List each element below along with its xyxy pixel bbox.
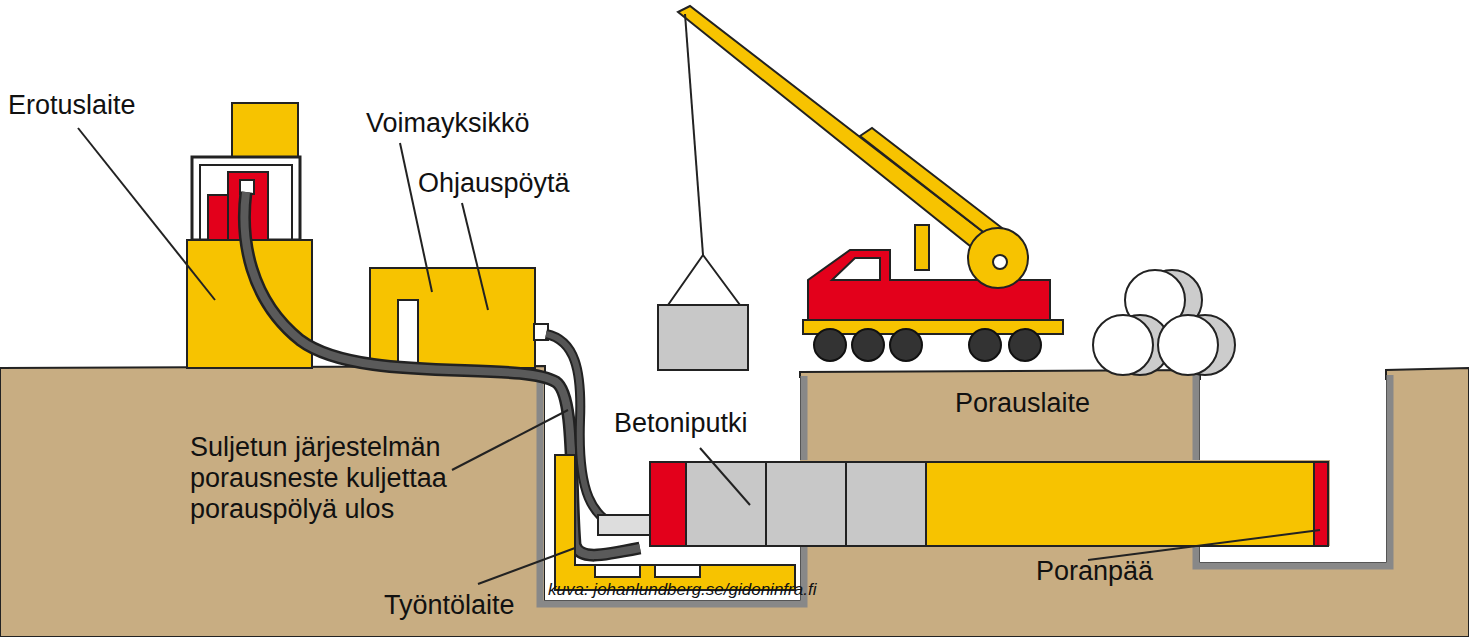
crane-boom <box>860 128 1015 245</box>
separator-tank <box>208 195 230 240</box>
wheel <box>1009 329 1041 361</box>
part-label: Työntölaite <box>384 590 515 621</box>
part-label: Porauslaite <box>955 388 1090 419</box>
thrust-cylinder <box>598 515 650 535</box>
credit-note: kuva: johanlundberg.se/gidoninfra.fi <box>548 580 816 600</box>
part-label: Voimayksikkö <box>366 108 530 139</box>
concrete-pipe <box>766 462 846 546</box>
separator-top <box>232 103 298 157</box>
thrust-ring <box>650 462 686 546</box>
boom-pin <box>993 255 1007 269</box>
cab-window <box>832 258 880 280</box>
note-label: Suljetun järjestelmän porausneste kuljet… <box>190 432 490 525</box>
wheel <box>852 329 884 361</box>
crane-boom <box>678 6 1000 258</box>
lifted-pipe <box>658 305 748 370</box>
concrete-pipe <box>846 462 926 546</box>
drill-head <box>1314 462 1328 546</box>
sling <box>668 255 740 305</box>
power-unit <box>370 268 535 368</box>
wheel <box>890 329 922 361</box>
jacking-frame <box>555 455 795 590</box>
concrete-pipe <box>686 462 766 546</box>
rail <box>595 565 640 577</box>
crane-cable <box>685 14 703 255</box>
tracks <box>814 329 1041 361</box>
part-label: Ohjauspöytä <box>418 168 570 199</box>
boom-pivot <box>968 228 1028 288</box>
boom-cylinder <box>915 225 929 270</box>
bore <box>800 460 1330 546</box>
ground <box>0 366 1469 637</box>
leader-lines <box>78 128 1320 584</box>
drilling-machine <box>926 462 1318 546</box>
part-label: Erotuslaite <box>8 90 136 121</box>
wheel <box>969 329 1001 361</box>
part-label: Betoniputki <box>614 408 748 439</box>
rail <box>655 565 700 577</box>
power-unit-door <box>398 300 418 368</box>
part-label: Poranpää <box>1036 556 1153 587</box>
wheel <box>814 329 846 361</box>
pipe-stack <box>1093 270 1235 375</box>
